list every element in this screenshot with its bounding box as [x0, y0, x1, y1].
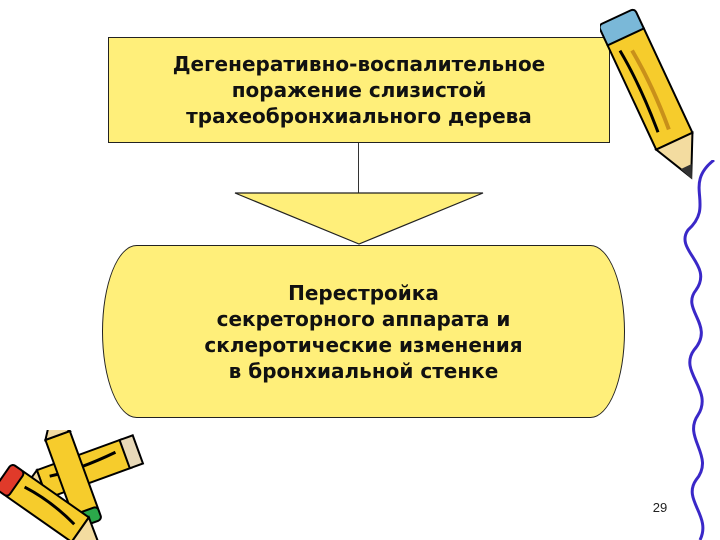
pencils-icon [0, 430, 150, 540]
connector-line [358, 143, 359, 193]
down-arrow-icon [234, 192, 484, 246]
bottom-box-text: Перестройка секреторного аппарата и скле… [204, 280, 522, 384]
top-box-text: Дегенеративно-воспалительное поражение с… [173, 51, 546, 129]
wavy-line [676, 160, 720, 540]
top-box: Дегенеративно-воспалительное поражение с… [108, 37, 610, 143]
bottom-box: Перестройка секреторного аппарата и скле… [102, 245, 625, 418]
page-number: 29 [640, 500, 680, 515]
